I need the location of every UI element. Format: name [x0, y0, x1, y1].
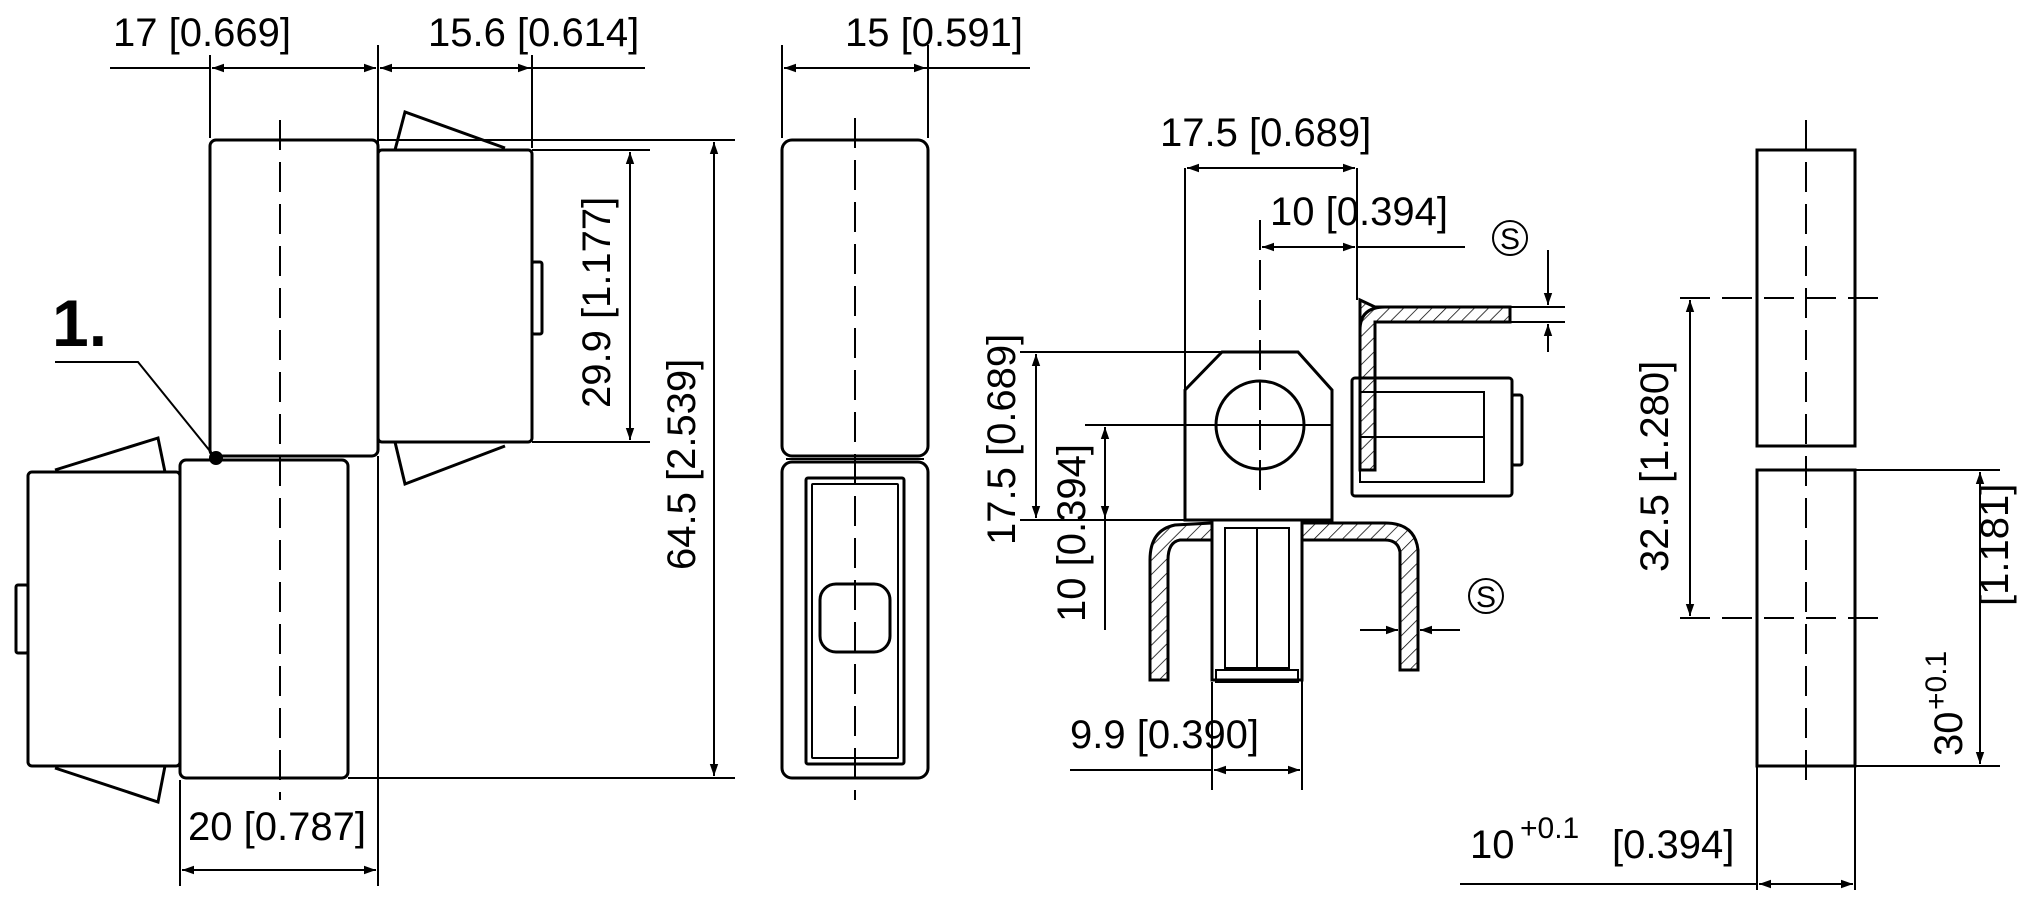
lower-rocker-bottom — [54, 765, 167, 804]
dim-10-top-label: 10 [0.394] — [1270, 190, 1448, 234]
dim-30-tol: +0.1 — [1920, 651, 1953, 710]
front-view — [14, 110, 544, 804]
dim-175-top-label: 17.5 [0.689] — [1160, 111, 1371, 155]
cutout-view — [1680, 120, 1890, 790]
side-view — [780, 118, 930, 800]
callout-1: 1. — [52, 286, 223, 465]
s-marks — [1468, 220, 1528, 614]
upper-switch-body — [208, 138, 380, 458]
bracket-top — [1358, 297, 1512, 472]
side-dimensions — [781, 45, 1030, 138]
dim-299-label: 29.9 [1.177] — [575, 197, 619, 408]
dim-17-label: 17 [0.669] — [113, 11, 291, 55]
dim-645-label: 64.5 [2.539] — [660, 359, 704, 570]
dim-30-label-group: 30 +0.1 [1.181] — [1920, 484, 2017, 756]
callout-dot — [209, 451, 223, 465]
lower-rocker-top — [54, 436, 167, 473]
dim-325-label: 32.5 [1.280] — [1633, 361, 1677, 572]
detail-dimensions — [1020, 163, 1565, 790]
bracket-bottom-left — [1148, 521, 1214, 682]
lower-switch-actuator — [26, 470, 182, 768]
dim-15-label: 15 [0.591] — [845, 11, 1023, 55]
detail-housing — [1183, 350, 1334, 522]
dim-30-inch: [1.181] — [1973, 484, 2017, 606]
s-mark-top-circle — [1492, 220, 1528, 256]
dim-10-left-label: 10 [0.394] — [1050, 444, 1094, 622]
upper-rocker-bottom — [393, 441, 506, 487]
dim-10-cutout-inch: [0.394] — [1612, 823, 1734, 867]
front-dimensions — [110, 45, 735, 886]
dim-10-cutout-main: 10 — [1470, 823, 1515, 867]
dim-156-label: 15.6 [0.614] — [428, 11, 639, 55]
upper-rocker-top — [393, 110, 506, 151]
cutout-dimensions — [1460, 300, 2000, 890]
bracket-bottom-right — [1300, 521, 1420, 672]
dim-20-label: 20 [0.787] — [188, 805, 366, 849]
s-mark-bottom: S — [1476, 581, 1496, 614]
callout-leader — [55, 361, 215, 457]
detail-pin-foot — [1215, 669, 1299, 683]
dim-10-cutout-tol: +0.1 — [1520, 812, 1579, 845]
detail-connector-tab — [1510, 393, 1524, 467]
s-mark-bottom-circle — [1468, 578, 1504, 614]
upper-switch-actuator — [376, 148, 534, 444]
detail-brackets — [1148, 297, 1512, 682]
dim-99-label: 9.9 [0.390] — [1070, 713, 1259, 757]
s-mark-top: S — [1500, 223, 1520, 256]
bracket-top-outline — [1358, 305, 1386, 470]
lower-switch-tab — [14, 583, 30, 655]
dim-30-main: 30 — [1927, 712, 1971, 757]
lower-switch-body — [178, 458, 350, 780]
upper-switch-tab — [530, 260, 544, 336]
dim-175-left-label: 17.5 [0.689] — [980, 334, 1024, 545]
callout-label: 1. — [52, 286, 107, 360]
